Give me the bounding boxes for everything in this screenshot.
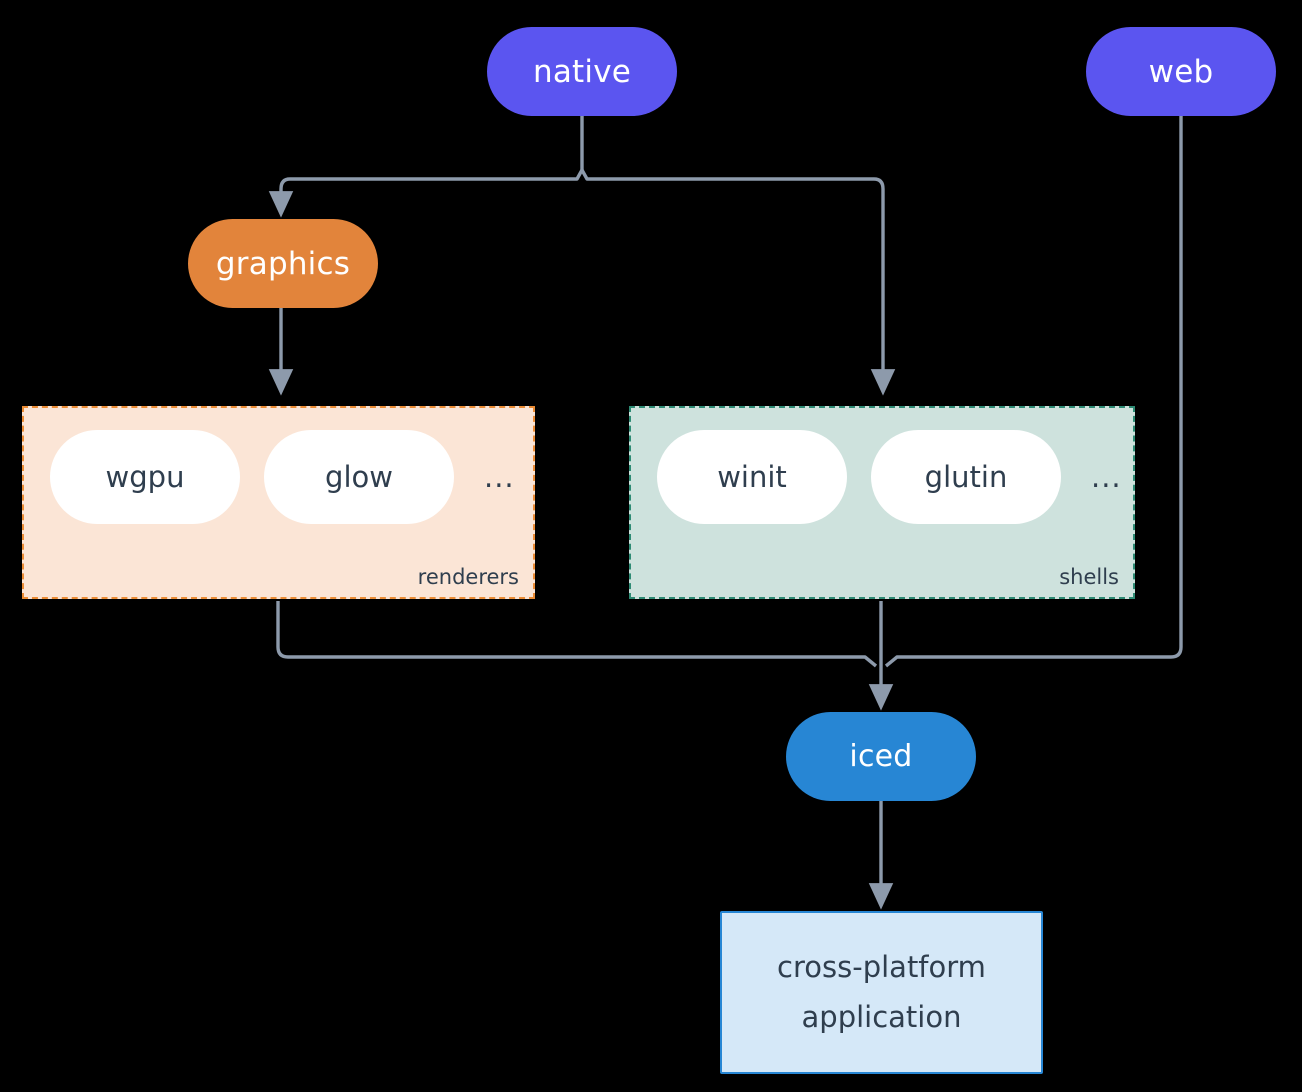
node-iced[interactable]: iced — [786, 712, 976, 801]
edge-renderers-to-iced — [276, 601, 878, 668]
group-renderers: wgpu glow ... renderers — [22, 406, 535, 599]
node-graphics[interactable]: graphics — [188, 219, 378, 308]
group-shells: winit glutin ... shells — [629, 406, 1135, 599]
node-web[interactable]: web — [1086, 27, 1276, 116]
node-web-label: web — [1148, 53, 1214, 90]
group-shells-label: shells — [1059, 565, 1119, 589]
item-winit-label: winit — [717, 460, 787, 494]
edge-native-to-graphics — [268, 169, 584, 218]
item-winit[interactable]: winit — [657, 430, 847, 524]
node-application-line1: cross-platform — [777, 949, 986, 984]
item-glutin-label: glutin — [924, 460, 1008, 494]
item-glow[interactable]: glow — [264, 430, 454, 524]
item-wgpu-label: wgpu — [105, 460, 185, 494]
group-shells-items: winit glutin ... — [657, 430, 1128, 524]
group-renderers-label: renderers — [417, 565, 519, 589]
item-glutin[interactable]: glutin — [871, 430, 1061, 524]
node-application[interactable]: cross-platform application — [720, 911, 1043, 1074]
renderers-ellipsis: ... — [484, 459, 515, 494]
node-native[interactable]: native — [487, 27, 677, 116]
edge-native-to-shells — [580, 169, 896, 396]
item-wgpu[interactable]: wgpu — [50, 430, 240, 524]
node-iced-label: iced — [849, 739, 913, 774]
node-application-line2: application — [801, 999, 962, 1034]
node-native-label: native — [532, 53, 632, 90]
node-graphics-label: graphics — [215, 245, 351, 282]
shells-ellipsis: ... — [1091, 459, 1122, 494]
group-renderers-items: wgpu glow ... — [50, 430, 521, 524]
item-glow-label: glow — [325, 460, 393, 494]
